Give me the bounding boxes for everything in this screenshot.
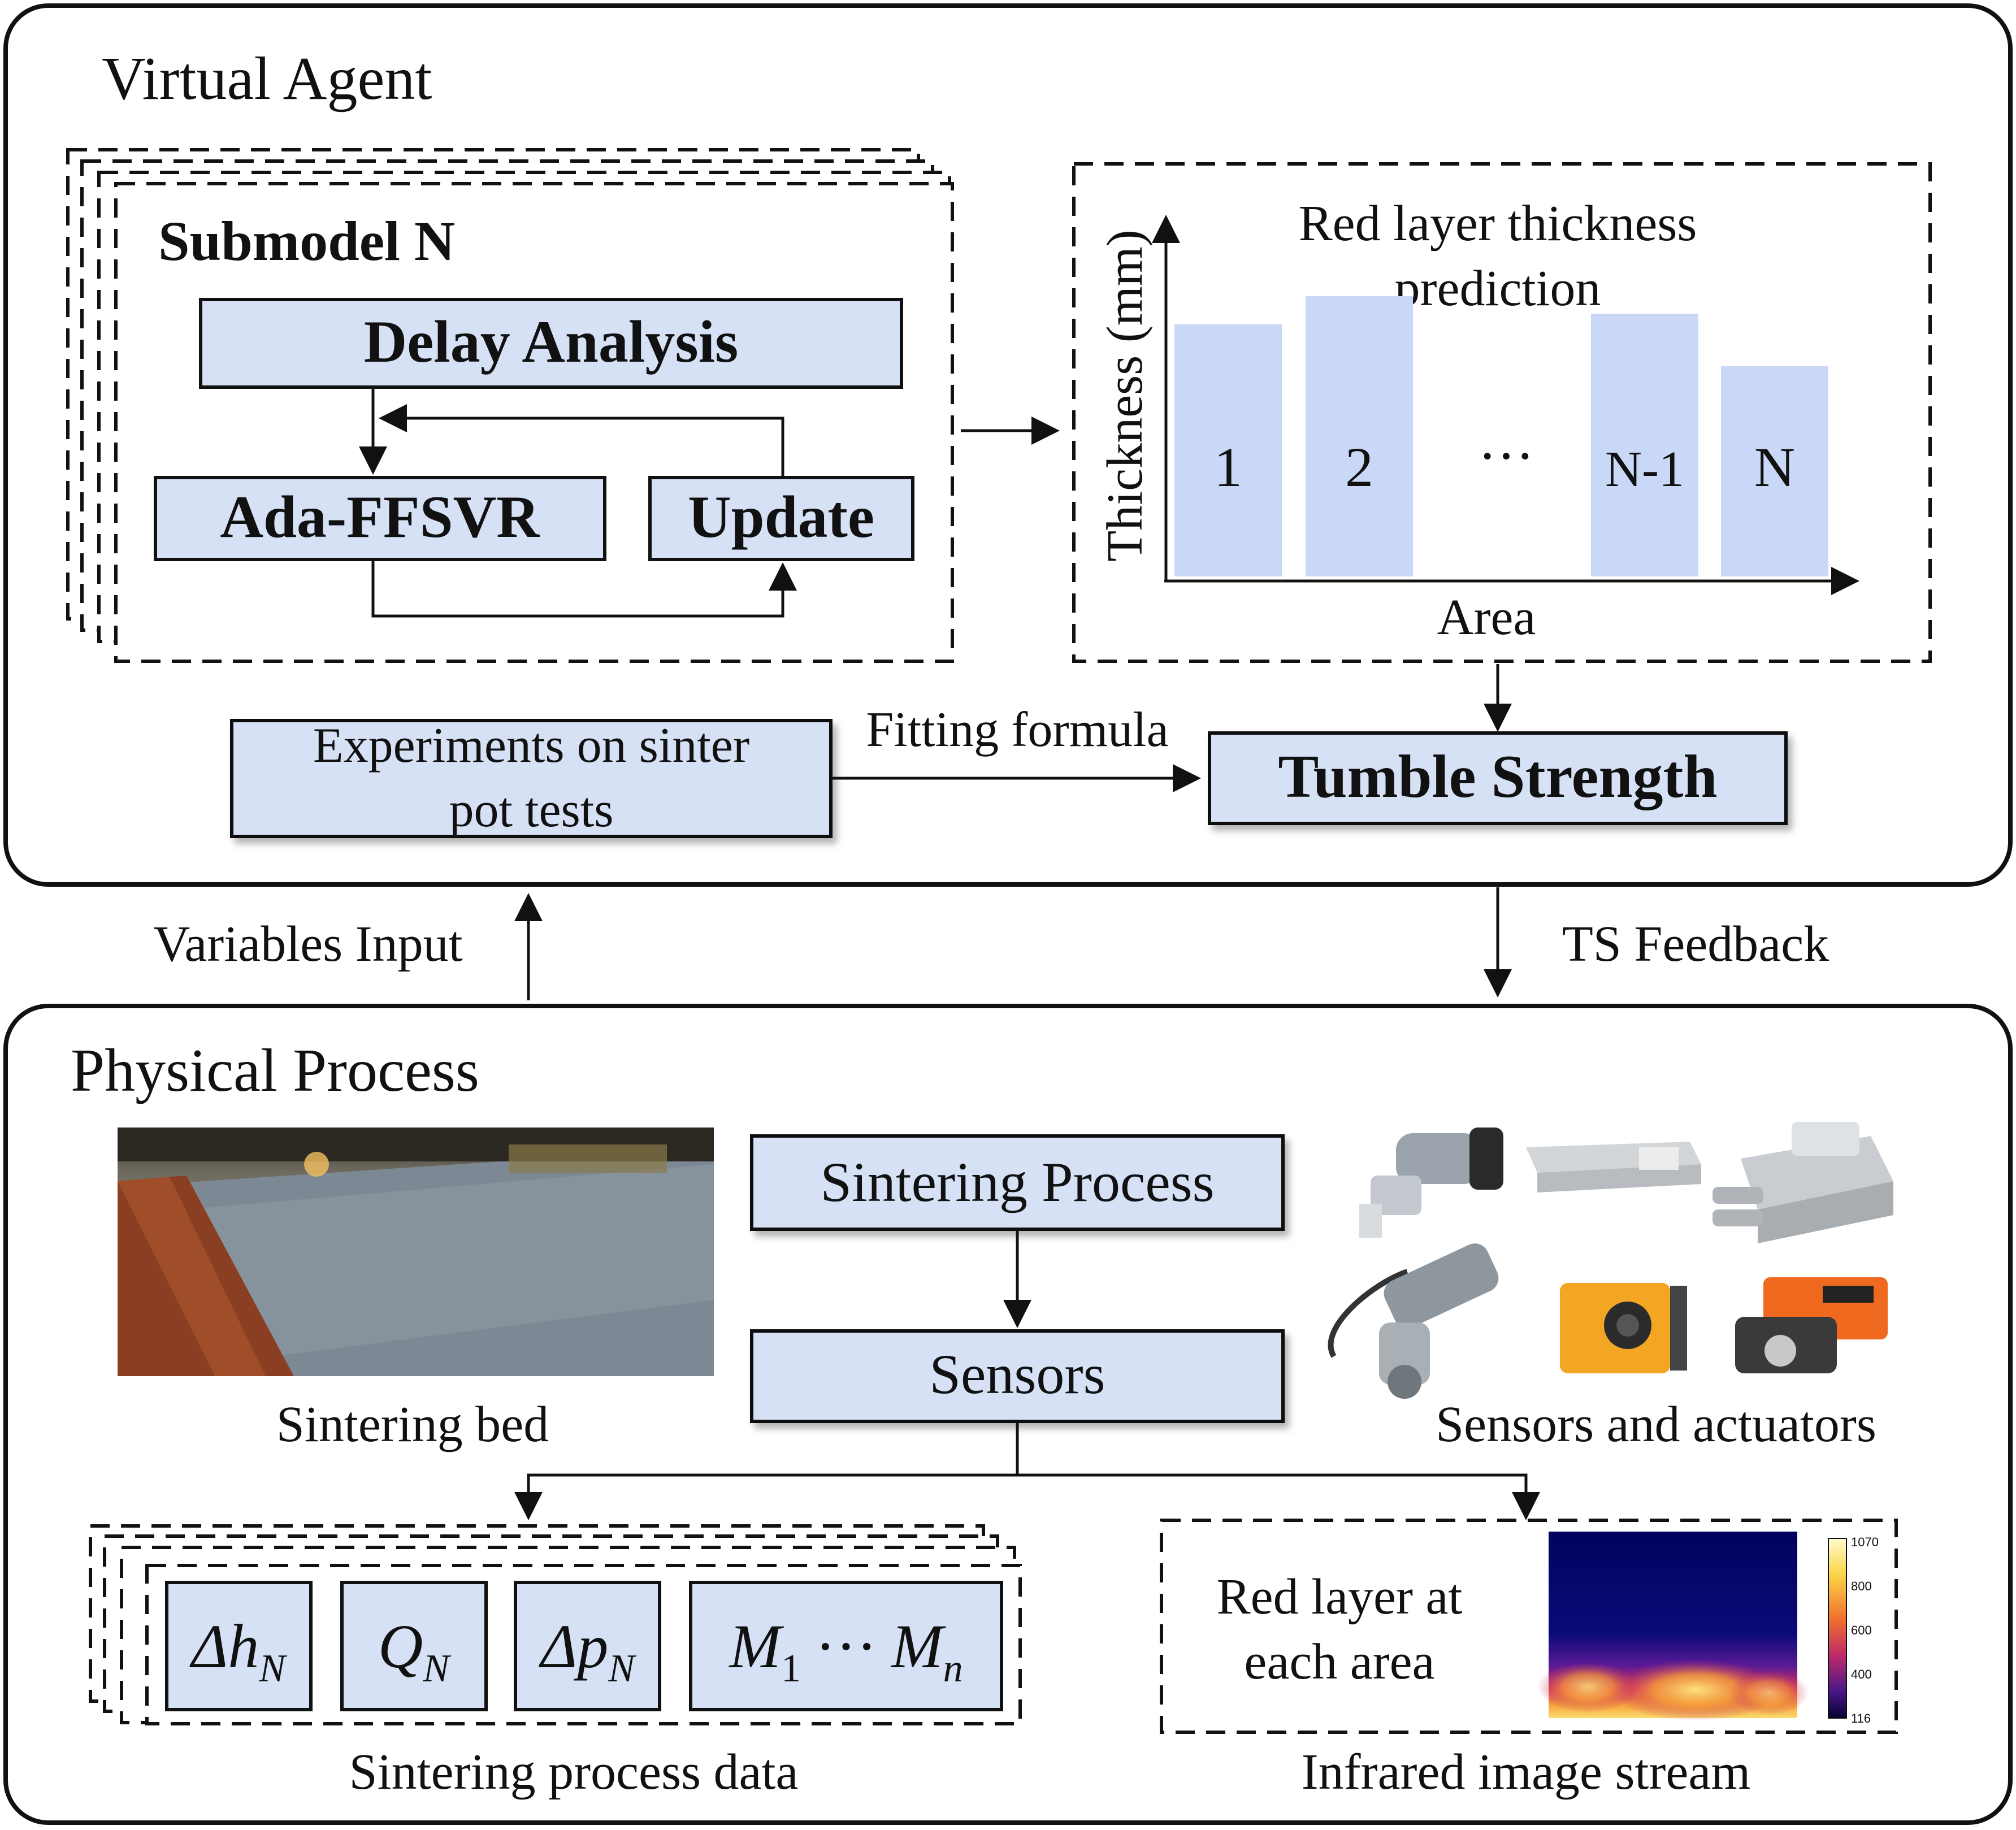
physical-process-title: Physical Process [71, 1037, 479, 1104]
colorbar-tick-label: 116 [1851, 1711, 1871, 1725]
infrared-caption: Infrared image stream [1302, 1744, 1751, 1800]
chart-title-line1: Red layer thickness [1299, 196, 1697, 251]
fitting-formula-label: Fitting formula [866, 702, 1168, 757]
chart-ellipsis: ··· [1478, 424, 1534, 487]
delta-h-base: Δh [189, 1612, 259, 1681]
sintering-bed-photo [118, 1128, 714, 1376]
chart-bar-label-n: N [1754, 436, 1795, 498]
q-symbol: QN [378, 1612, 451, 1690]
rotary-actuator-icon [1712, 1122, 1893, 1243]
valve-actuator-icon [1735, 1277, 1888, 1373]
delta-h-symbol: ΔhN [189, 1612, 288, 1690]
delta-p-subscript: N [608, 1647, 636, 1690]
chart-bar-n-1 [1591, 314, 1698, 576]
thermal-camera-icon [1560, 1283, 1687, 1373]
arrow-ada-to-update [371, 560, 797, 618]
infrared-label-line1: Red layer at [1217, 1569, 1463, 1625]
chart-bar-label-1: 1 [1214, 436, 1242, 498]
mn-subscript: n [943, 1647, 963, 1690]
mn-base: M [890, 1612, 946, 1681]
experiments-label-line2: pot tests [449, 783, 614, 838]
virtual-agent-panel [3, 3, 2013, 887]
ts-feedback-label: TS Feedback [1562, 916, 1829, 972]
experiments-box [230, 719, 833, 838]
arrow-sensors-to-infrared [1017, 1473, 1540, 1520]
delta-h-subscript: N [258, 1647, 287, 1690]
delta-p-symbol: ΔpN [539, 1612, 637, 1690]
delta-p-box [514, 1581, 661, 1711]
chart-bar-label-n-1: N-1 [1605, 441, 1684, 497]
colorbar-tick-label: 600 [1851, 1623, 1872, 1637]
chart-bar-label-2: 2 [1345, 436, 1373, 498]
chart-bar-n [1721, 366, 1828, 576]
delta-p-base: Δp [539, 1612, 609, 1681]
tumble-strength-label: Tumble Strength [1278, 743, 1717, 810]
sensors-label: Sensors [929, 1343, 1105, 1406]
chart-bar-1 [1174, 324, 1282, 576]
colorbar-tick-label: 400 [1851, 1667, 1872, 1681]
submodel-title: Submodel N [158, 210, 455, 272]
update-label: Update [688, 484, 874, 550]
q-base: Q [378, 1612, 423, 1681]
chart-x-axis-label: Area [1437, 589, 1536, 645]
experiments-label-line1: Experiments on sinter [313, 718, 749, 773]
ada-ffsvr-label: Ada-FFSVR [220, 484, 540, 550]
sensors-actuators-caption: Sensors and actuators [1436, 1397, 1876, 1452]
chart-bar-2 [1306, 296, 1413, 576]
m-vars-box [689, 1581, 1003, 1711]
chart-bars: 1 2 N-1 N [1174, 296, 1828, 576]
tumble-strength-box [1208, 731, 1788, 825]
q-box [340, 1581, 488, 1711]
infrared-colorbar-ticks: 1070 800 600 400 116 [1851, 1535, 1879, 1725]
arrow-update-to-delay [379, 404, 784, 478]
sintering-process-box [750, 1134, 1285, 1231]
process-data-caption: Sintering process data [349, 1744, 799, 1800]
virtual-agent-title: Virtual Agent [102, 45, 432, 112]
sintering-process-label: Sintering Process [820, 1151, 1214, 1213]
infrared-image [1537, 1532, 1809, 1721]
delay-analysis-box [199, 298, 903, 389]
ada-ffsvr-box [154, 476, 606, 561]
chart-y-axis-label: Thickness (mm) [1097, 229, 1153, 561]
colorbar-tick-label: 800 [1851, 1579, 1872, 1593]
delta-h-box [165, 1581, 313, 1711]
infrared-colorbar [1828, 1538, 1847, 1719]
colorbar-tick-label: 1070 [1851, 1535, 1879, 1549]
m-vars-symbol: M1···Mn [728, 1612, 963, 1690]
q-subscript: N [422, 1647, 451, 1690]
update-box [648, 476, 914, 561]
variables-input-label: Variables Input [153, 916, 462, 972]
load-cell-icon [1526, 1142, 1701, 1192]
arrow-sensors-to-process-data [514, 1421, 1019, 1520]
m1-base: M [728, 1612, 784, 1681]
sintering-bed-caption: Sintering bed [276, 1397, 549, 1452]
m1-subscript: 1 [781, 1647, 801, 1690]
infrared-label-line2: each area [1244, 1634, 1434, 1690]
temperature-probe-icon [1328, 1243, 1499, 1399]
pressure-sensor-icon [1359, 1128, 1503, 1238]
sensors-box [750, 1329, 1285, 1423]
submodel-n-panel [114, 182, 954, 663]
chart-title-line2: prediction [1395, 261, 1601, 316]
delay-analysis-label: Delay Analysis [364, 309, 739, 375]
physical-process-panel [3, 1004, 2013, 1825]
m-dots: ··· [815, 1612, 877, 1681]
